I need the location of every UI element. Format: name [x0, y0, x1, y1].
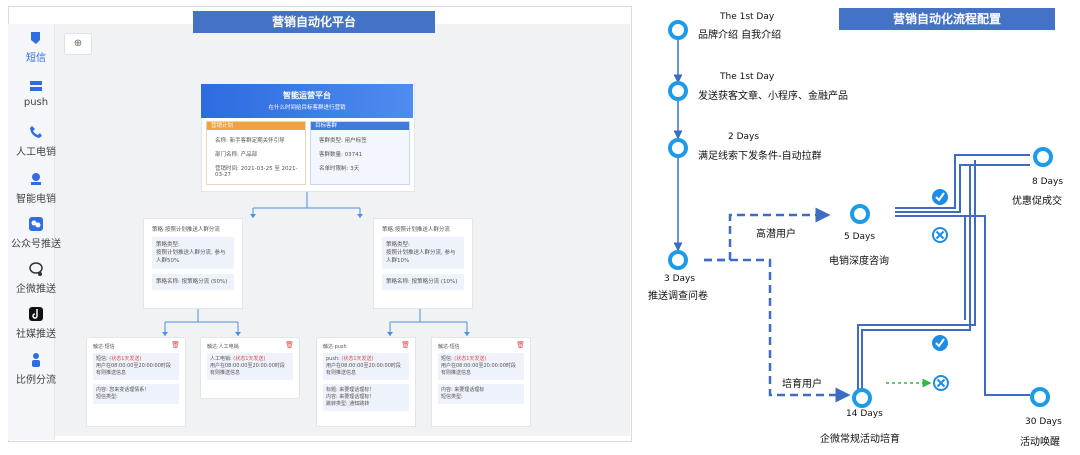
- sidebar-item[interactable]: 智能电销: [8, 171, 64, 205]
- node-day: 14 Days: [846, 409, 883, 419]
- push-icon: [28, 78, 44, 94]
- strategy-name: 策略名称: 按策略分流 (50%): [152, 274, 234, 290]
- delete-icon[interactable]: 🗑: [285, 341, 294, 349]
- branch-nurture: 培育用户: [782, 379, 822, 390]
- marketing-plan-box[interactable]: 营销计划 名称: 新手客群定期关怀引导 部门名称: 产品部 营销时间: 2021…: [206, 121, 306, 185]
- strategy-name: 策略名称: 按策略分流 (10%): [382, 274, 464, 290]
- delete-icon[interactable]: 🗑: [516, 341, 525, 349]
- check-icon: [932, 189, 948, 205]
- touch-card[interactable]: 触达·push 🗑 push: (状态1天发送)用户在08:00:00至20:00:…: [316, 337, 416, 427]
- touch-content: 内容: 您来变话理情系!短信类型:: [93, 384, 179, 404]
- touch-card[interactable]: 触达·人工电销 🗑 人工电销: (状态1天发送)用户在08:00:00至20:00:…: [200, 337, 300, 399]
- sidebar-item-label: 人工电销: [16, 147, 56, 158]
- strategy-type-box: 策略类型: 按照计划推送人群分流, 参与人群10%: [382, 237, 464, 269]
- sidebar-item-label: 比例分流: [16, 375, 56, 386]
- step-day: 2 Days: [728, 132, 760, 142]
- node-day: 5 Days: [844, 232, 876, 242]
- flow-config-title: 营销自动化流程配置: [839, 8, 1055, 30]
- node-text: 企微常规活动培育: [820, 434, 900, 445]
- strategy-type-value: 按照计划推送人群分流, 参与人群50%: [156, 250, 226, 264]
- branch-high-potential: 高潜用户: [756, 229, 796, 240]
- step-text: 推送调查问卷: [648, 291, 708, 302]
- touch-detail: 短信: (状态1天发送)用户在08:00:00至20:00:00时段有则推送信息: [93, 353, 179, 380]
- plan-card-header: 智能运营平台 在什么时间给目标客群进行营销: [201, 84, 413, 118]
- node-day: 30 Days: [1025, 417, 1062, 427]
- wechat-icon: [28, 216, 44, 232]
- step-text: 满足线索下发条件-自动拉群: [698, 151, 822, 162]
- sidebar-item-label: push: [23, 97, 49, 108]
- sidebar-item-label: 短信: [26, 53, 46, 64]
- strategy-type-label: 策略类型:: [386, 242, 410, 248]
- sidebar-item-label: 公众号推送: [11, 239, 61, 250]
- strategy-type-label: 策略类型:: [156, 242, 180, 248]
- strategy-type-value: 按照计划推送人群分流, 参与人群10%: [386, 250, 456, 264]
- node-text: 优惠促成交: [1012, 196, 1062, 207]
- plan-line: 部门名称: 产品部: [215, 152, 258, 158]
- group-line: 客群数量: 03741: [319, 152, 363, 158]
- touch-title: 触达·push: [323, 344, 347, 350]
- target-group-header: 目标客群: [311, 122, 409, 130]
- node-day: 8 Days: [1032, 177, 1064, 187]
- sidebar-item[interactable]: 比例分流: [8, 352, 64, 386]
- platform-title: 营销自动化平台: [193, 11, 435, 33]
- delete-icon[interactable]: 🗑: [401, 341, 410, 349]
- step-day: The 1st Day: [720, 72, 775, 82]
- node-text: 活动唤醒: [1020, 437, 1060, 448]
- sidebar-item[interactable]: 短信: [8, 30, 64, 64]
- step-day: 3 Days: [664, 274, 696, 284]
- strategy-title: 策略:按照计划推送人群分流: [382, 227, 450, 233]
- touch-title: 触达·短信: [93, 344, 115, 350]
- cross-icon: [932, 227, 948, 243]
- touch-detail: 短信: (状态1天发送)用户在08:00:00至20:00:00时段有则推送信息: [438, 353, 524, 380]
- wecom-icon: [28, 261, 44, 277]
- strategy-type-box: 策略类型: 按照计划推送人群分流, 参与人群50%: [152, 237, 234, 269]
- step-day: The 1st Day: [720, 12, 775, 22]
- sidebar-item-label: 企微推送: [16, 284, 56, 295]
- headset-icon: [28, 171, 44, 187]
- node-text: 电销深度咨询: [829, 256, 889, 267]
- sidebar-item[interactable]: push: [8, 78, 64, 108]
- marketing-plan-header: 营销计划: [207, 122, 305, 130]
- touch-detail: 人工电销: (状态1天发送)用户在08:00:00至20:00:00时段有则推送…: [207, 353, 293, 380]
- sms-icon: [28, 30, 44, 46]
- sidebar-item[interactable]: 社媒推送: [8, 306, 64, 340]
- zoom-button[interactable]: ⊕: [64, 33, 92, 55]
- strategy-title: 策略:按照计划推送人群分流: [152, 227, 220, 233]
- touch-content: 标题: 来要理话理标!内容: 来要理话理标!跳转类型: 通知跳转: [323, 384, 409, 411]
- touch-content: 内容: 来要理话理标短信类型:: [438, 384, 524, 404]
- sidebar-item[interactable]: 人工电销: [8, 124, 64, 158]
- split-icon: [28, 352, 44, 368]
- sidebar-item-label: 智能电销: [16, 194, 56, 205]
- step-text: 品牌介绍 自我介绍: [698, 30, 782, 41]
- zoom-icon: ⊕: [73, 38, 83, 49]
- delete-icon[interactable]: 🗑: [171, 341, 180, 349]
- touch-card[interactable]: 触达·短信 🗑 短信: (状态1天发送)用户在08:00:00至20:00:00时段…: [86, 337, 186, 427]
- group-line: 名单时限制: 3天: [319, 166, 360, 172]
- plan-line: 名称: 新手客群定期关怀引导: [215, 138, 285, 144]
- check-icon: [932, 335, 948, 351]
- group-line: 客群类型: 用户标签: [319, 138, 367, 144]
- sidebar-item[interactable]: 企微推送: [8, 261, 64, 295]
- channel-sidebar: 短信 push 人工电销智能电销公众号推送企微推送社媒推送比例分流: [8, 24, 61, 440]
- plan-title: 智能运营平台: [283, 91, 331, 100]
- touch-detail: push: (状态1天发送)用户在08:00:00至20:00:00时段有则推送…: [323, 353, 409, 380]
- sidebar-item-label: 社媒推送: [16, 329, 56, 340]
- target-group-box[interactable]: 目标客群 客群类型: 用户标签 客群数量: 03741 名单时限制: 3天: [310, 121, 410, 185]
- touch-title: 触达·短信: [438, 344, 460, 350]
- step-text: 发送获客文章、小程序、金融产品: [698, 91, 848, 102]
- cross-icon: [933, 375, 949, 391]
- plan-subtitle: 在什么时间给目标客群进行营销: [268, 105, 346, 111]
- strategy-card[interactable]: 策略:按照计划推送人群分流 策略类型: 按照计划推送人群分流, 参与人群50% …: [143, 218, 243, 309]
- tiktok-icon: [28, 306, 44, 322]
- touch-title: 触达·人工电销: [207, 344, 239, 350]
- sidebar-item[interactable]: 公众号推送: [8, 216, 64, 250]
- plan-line: 营销时间: 2021-03-25 至 2021-03-27: [215, 166, 298, 178]
- touch-card[interactable]: 触达·短信 🗑 短信: (状态1天发送)用户在08:00:00至20:00:00时段…: [431, 337, 531, 427]
- strategy-card[interactable]: 策略:按照计划推送人群分流 策略类型: 按照计划推送人群分流, 参与人群10% …: [373, 218, 473, 309]
- phone-icon: [28, 124, 44, 140]
